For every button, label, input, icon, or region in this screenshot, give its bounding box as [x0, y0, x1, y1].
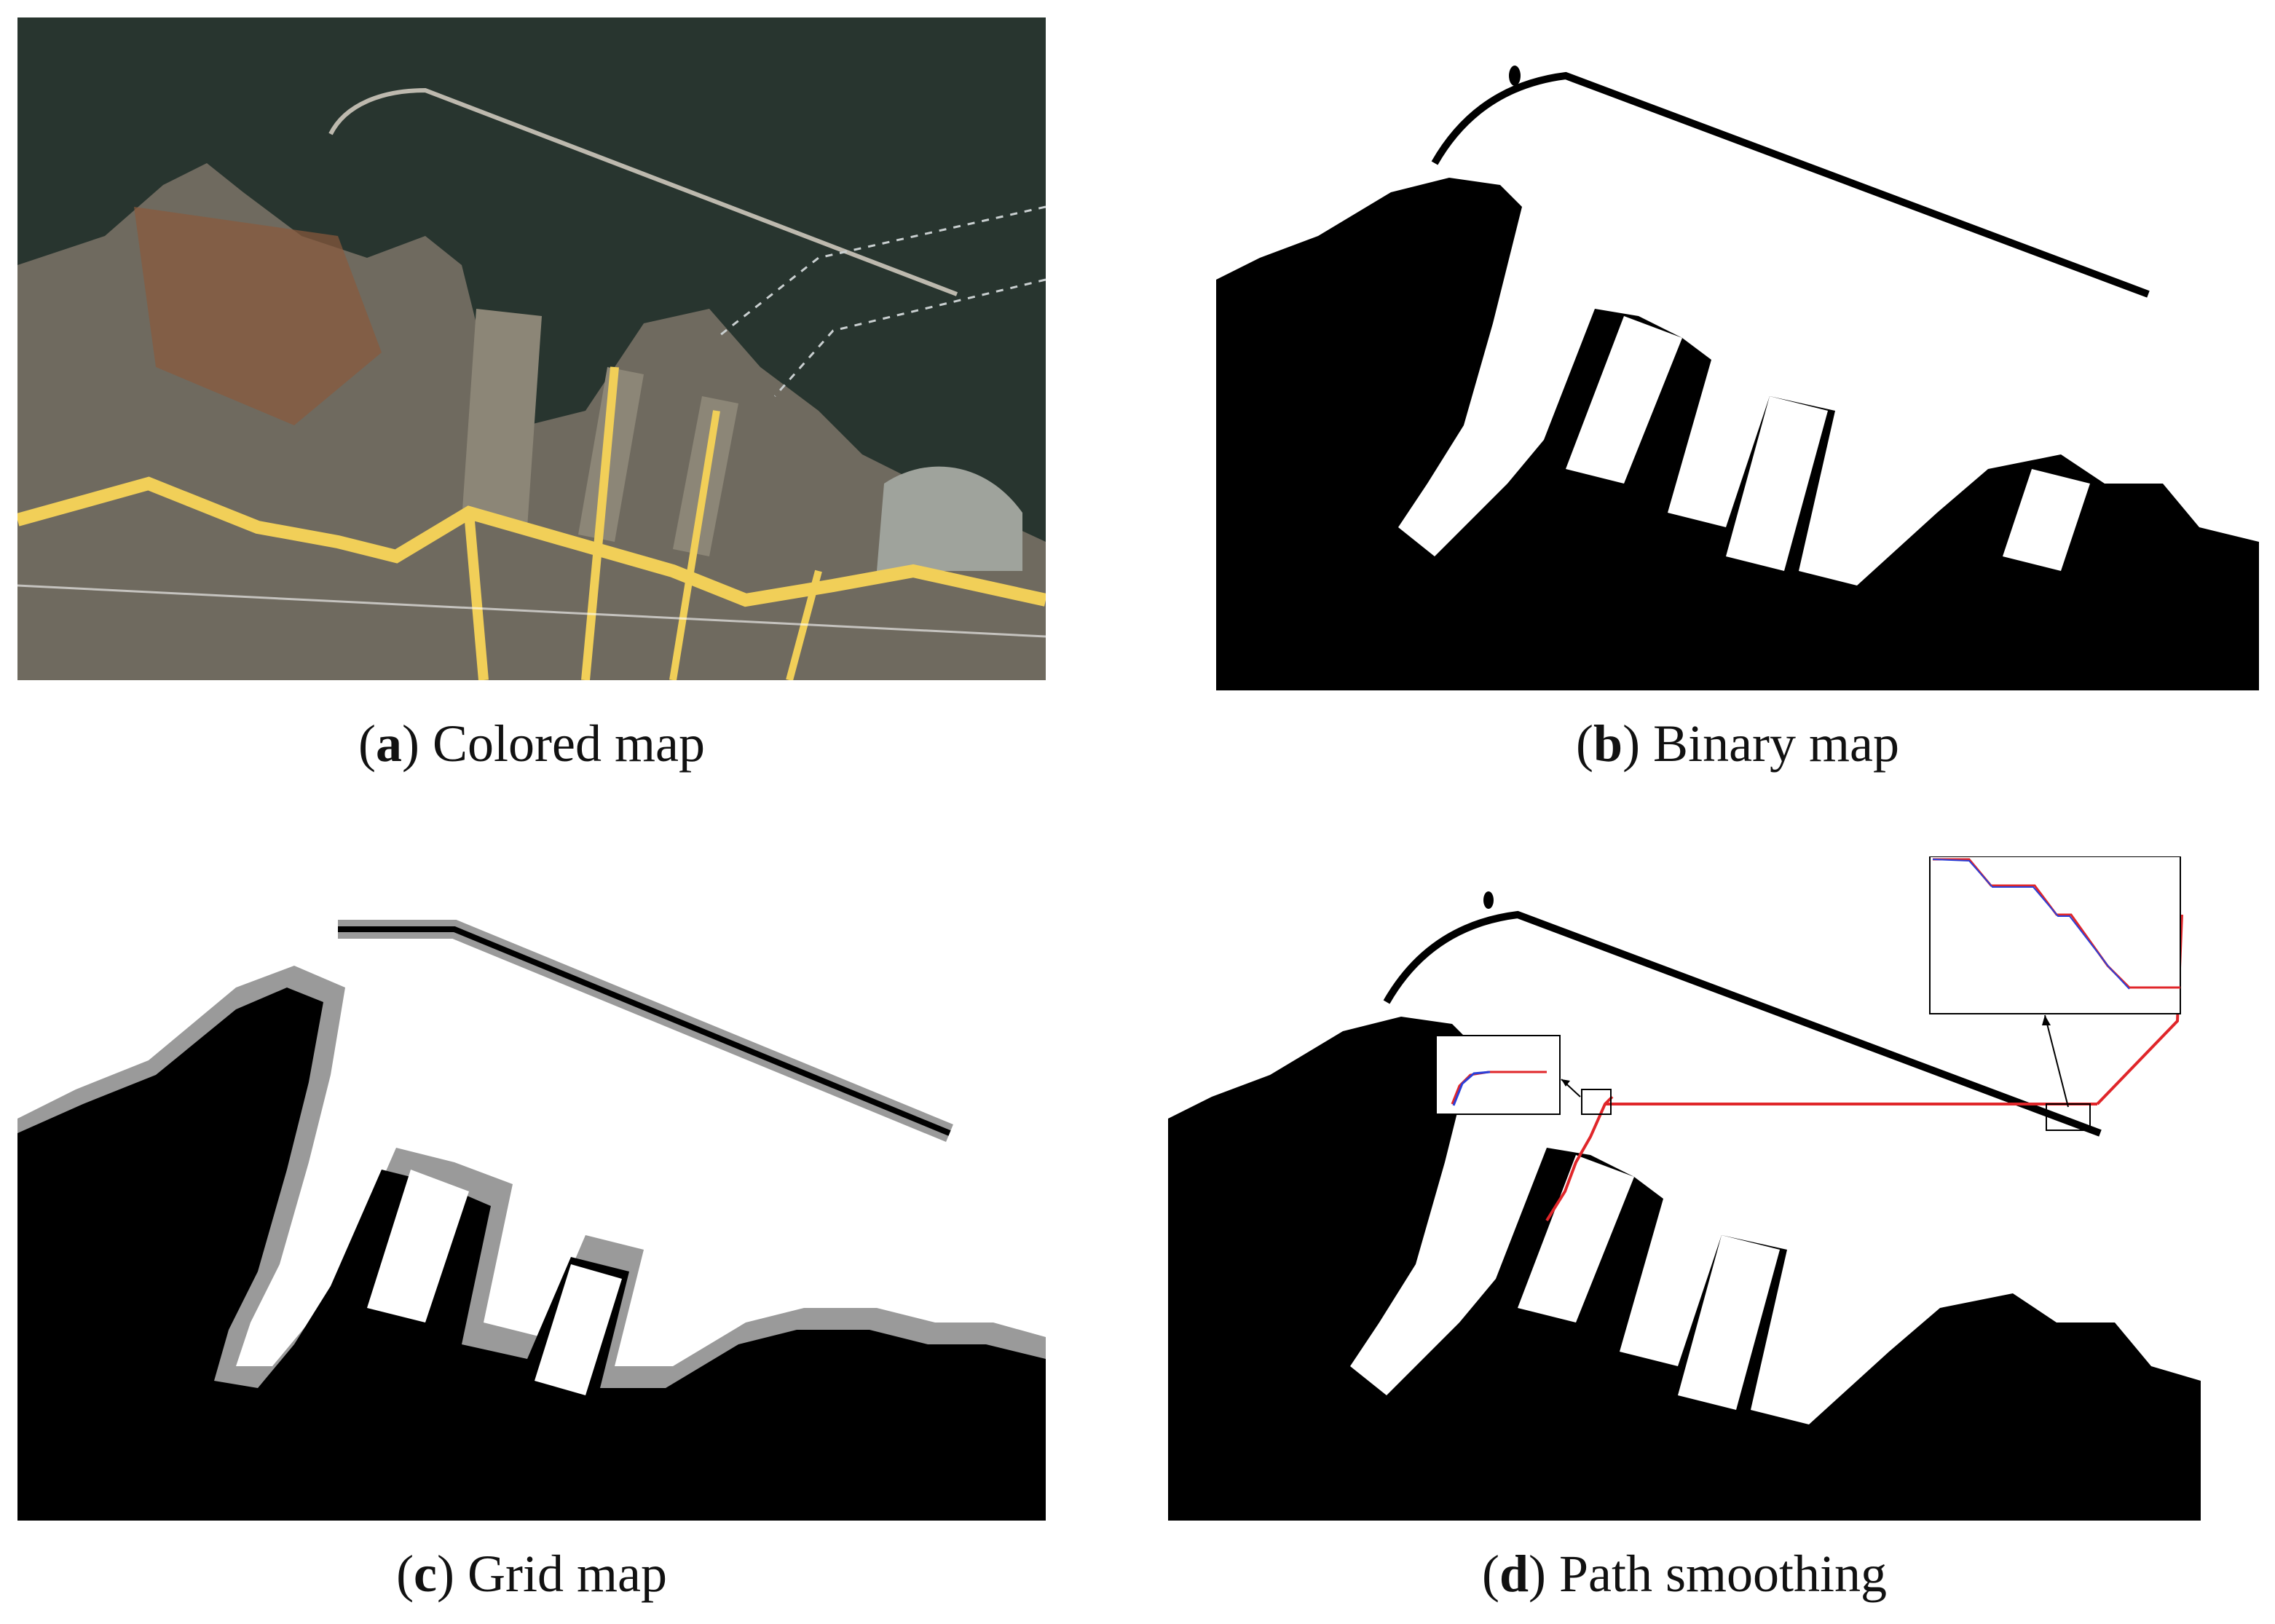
grid-obstacle: [17, 988, 1046, 1521]
inset-left-red-path: [1451, 1071, 1547, 1105]
main-road: [17, 476, 1046, 607]
caption-b: (b) Binary map: [1576, 714, 1899, 773]
islet: [1509, 66, 1521, 86]
grid-map-panel: [17, 856, 1046, 1521]
road-branch-2: [581, 366, 619, 680]
path-smoothing-panel: [1168, 856, 2201, 1521]
pier-2: [578, 367, 644, 542]
binary-map-image: [1216, 17, 2259, 690]
land-obstacle: [1168, 1017, 2201, 1521]
inset-right-blue-path: [1932, 859, 2130, 990]
inset-left-arrowhead: [1561, 1079, 1570, 1087]
caption-d: (d) Path smoothing: [1481, 1545, 1888, 1603]
shipyard-area: [134, 207, 382, 425]
road-branch-1: [464, 512, 489, 680]
land-obstacle: [1216, 178, 2259, 690]
street-grid: [17, 584, 1046, 638]
basin-1: [1566, 316, 1682, 484]
inset-left: [1435, 1035, 1561, 1115]
pier-1: [462, 309, 542, 527]
islet: [1483, 891, 1494, 909]
breakwater: [328, 87, 958, 296]
caption-a: (a) Colored map: [358, 714, 705, 773]
inset-right-arrowhead: [2042, 1015, 2051, 1025]
inset-right-arrow: [2044, 1014, 2069, 1108]
basin-3: [2003, 469, 2090, 571]
inset-left-blue-path: [1452, 1071, 1491, 1106]
basin-2: [1678, 1235, 1780, 1410]
binary-map-panel: [1216, 17, 2259, 690]
channel-line-2: [773, 278, 1046, 397]
breakwater-obstacle: [1383, 910, 2102, 1137]
colored-map-image: [17, 17, 1046, 680]
convention-center: [877, 466, 1022, 571]
breakwater-obstacle: [1431, 71, 2150, 298]
road-branch-3: [669, 410, 720, 680]
basin-2: [1726, 396, 1828, 571]
caption-c: (c) Grid map: [396, 1545, 667, 1603]
zoom-box-left: [1581, 1089, 1612, 1115]
channel-line-1: [716, 205, 1046, 339]
path-smoothing-image: [1168, 856, 2201, 1521]
inset-right: [1929, 856, 2181, 1014]
colored-map-panel: [17, 17, 1046, 680]
grid-basin-2: [535, 1264, 622, 1395]
basin-1: [1518, 1155, 1634, 1323]
breakwater-grid: [338, 926, 951, 1136]
grid-basin-1: [367, 1170, 469, 1323]
grid-map-image: [17, 856, 1046, 1521]
